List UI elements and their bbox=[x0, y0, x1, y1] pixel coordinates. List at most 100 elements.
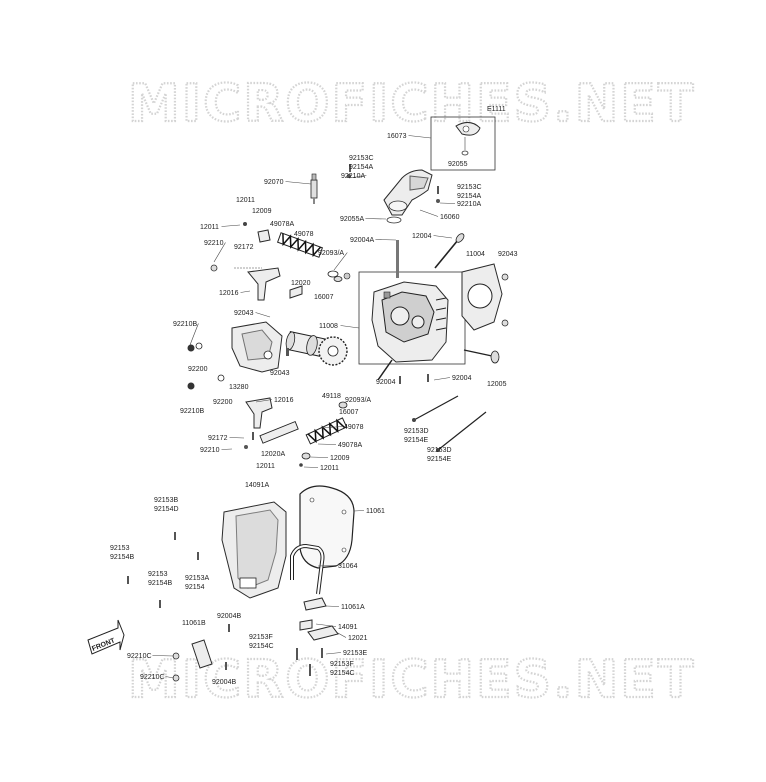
part-label: 92153A bbox=[185, 575, 209, 582]
leader-line bbox=[317, 565, 337, 567]
bolts-lower-left bbox=[127, 532, 323, 676]
leader-line bbox=[303, 466, 319, 468]
leader-line bbox=[325, 605, 340, 607]
part-label: 49078A bbox=[338, 442, 362, 449]
leader-line bbox=[285, 181, 312, 185]
part-label: 12011 bbox=[320, 465, 339, 472]
part-label: 11061 bbox=[366, 508, 385, 515]
part-label: 11061A bbox=[341, 604, 365, 611]
part-label: 92154B bbox=[148, 580, 172, 587]
front-arrow-icon: FRONT bbox=[87, 619, 125, 655]
small-cover-parts bbox=[299, 597, 339, 641]
leader-line bbox=[433, 377, 451, 381]
part-label: 31064 bbox=[338, 563, 358, 570]
watermark-bottom: MICROFICHES.NET bbox=[128, 650, 695, 710]
leader-line bbox=[340, 325, 360, 329]
part-label: 92153B bbox=[154, 497, 178, 504]
valve-12004 bbox=[434, 233, 465, 269]
watermark-top: MICROFICHES.NET bbox=[128, 74, 695, 134]
part-label: 92154D bbox=[154, 506, 179, 513]
part-label: 92153D bbox=[427, 447, 452, 454]
part-label: 12020A bbox=[261, 451, 285, 458]
diagram-code: E1111 bbox=[487, 106, 506, 113]
part-label: 49078 bbox=[344, 424, 364, 431]
valve-springs-top bbox=[276, 232, 351, 282]
part-label: 12021 bbox=[348, 635, 368, 642]
gasket-11061 bbox=[299, 485, 355, 569]
part-label: 16060 bbox=[440, 214, 460, 221]
part-label: 92093/A bbox=[318, 250, 344, 257]
plate-11061B bbox=[172, 639, 213, 682]
part-label: 12004 bbox=[412, 233, 432, 240]
part-label: 92043 bbox=[234, 310, 254, 317]
part-label: 92210A bbox=[341, 173, 365, 180]
rocker-holder-13280 bbox=[187, 321, 289, 390]
part-label: 92154 bbox=[185, 584, 205, 591]
part-label: 92210C bbox=[127, 653, 152, 660]
part-label: 92172 bbox=[234, 244, 254, 251]
leader-line bbox=[315, 623, 337, 627]
part-label: 92004B bbox=[212, 679, 236, 686]
leader-line bbox=[165, 676, 175, 679]
part-label: 12009 bbox=[330, 455, 350, 462]
rocker-arm-group bbox=[210, 222, 303, 301]
part-label: 92055A bbox=[340, 216, 364, 223]
part-label: 12011 bbox=[200, 224, 219, 231]
long-studs bbox=[412, 395, 487, 452]
part-label: 92154C bbox=[330, 670, 355, 677]
leader-line bbox=[189, 323, 199, 346]
rocker-lower-group bbox=[244, 397, 299, 449]
part-label: 12011 bbox=[236, 197, 255, 204]
part-label: 12005 bbox=[487, 381, 507, 388]
part-label: 49078A bbox=[270, 221, 294, 228]
part-label: 12011 bbox=[256, 463, 275, 470]
intake-manifold-16060 bbox=[383, 169, 433, 224]
breather-31064 bbox=[290, 543, 325, 595]
leader-line bbox=[221, 224, 241, 227]
valves-lower bbox=[377, 349, 500, 384]
bolts-intake bbox=[347, 164, 440, 203]
part-label: 92200 bbox=[213, 399, 233, 406]
part-label: 92153E bbox=[343, 650, 367, 657]
spark-plug-92070 bbox=[310, 173, 318, 204]
leader-line bbox=[439, 202, 456, 204]
part-label: 92153D bbox=[404, 428, 429, 435]
part-label: 92210B bbox=[173, 321, 197, 328]
part-label: 92004 bbox=[376, 379, 396, 386]
leader-line bbox=[408, 135, 432, 139]
part-label: 92210 bbox=[200, 447, 220, 454]
part-label: 16007 bbox=[339, 409, 359, 416]
leader-line bbox=[221, 448, 233, 450]
leader-line bbox=[152, 655, 175, 657]
part-label: 92153 bbox=[148, 571, 168, 578]
part-label: 92210A bbox=[457, 201, 481, 208]
part-label: 11008 bbox=[319, 323, 338, 330]
part-label: 92153C bbox=[349, 155, 374, 162]
part-label: 92154E bbox=[404, 437, 428, 444]
part-label: 92210C bbox=[140, 674, 165, 681]
part-label: 92004A bbox=[350, 237, 374, 244]
part-label: 92153 bbox=[110, 545, 130, 552]
part-label: 92043 bbox=[498, 251, 518, 258]
part-label: 92153F bbox=[249, 634, 273, 641]
part-label: 12020 bbox=[291, 280, 311, 287]
part-label: 16007 bbox=[314, 294, 334, 301]
part-label: 92093/A bbox=[345, 397, 371, 404]
leader-line bbox=[255, 399, 273, 403]
part-label: 16073 bbox=[387, 133, 407, 140]
part-label: 92154B bbox=[110, 554, 134, 561]
leader-line bbox=[348, 175, 367, 179]
part-label: 11061B bbox=[182, 620, 206, 627]
part-label: 14091A bbox=[245, 482, 269, 489]
part-label: 12016 bbox=[219, 290, 239, 297]
part-label: 92070 bbox=[264, 179, 284, 186]
leader-line bbox=[335, 631, 347, 638]
part-label: 11004 bbox=[466, 251, 485, 258]
leader-line bbox=[375, 239, 397, 241]
leader-line bbox=[240, 290, 251, 293]
leader-line bbox=[229, 437, 245, 439]
part-label: 12009 bbox=[252, 208, 272, 215]
part-label: 49078 bbox=[294, 231, 314, 238]
part-label: 12016 bbox=[274, 397, 294, 404]
